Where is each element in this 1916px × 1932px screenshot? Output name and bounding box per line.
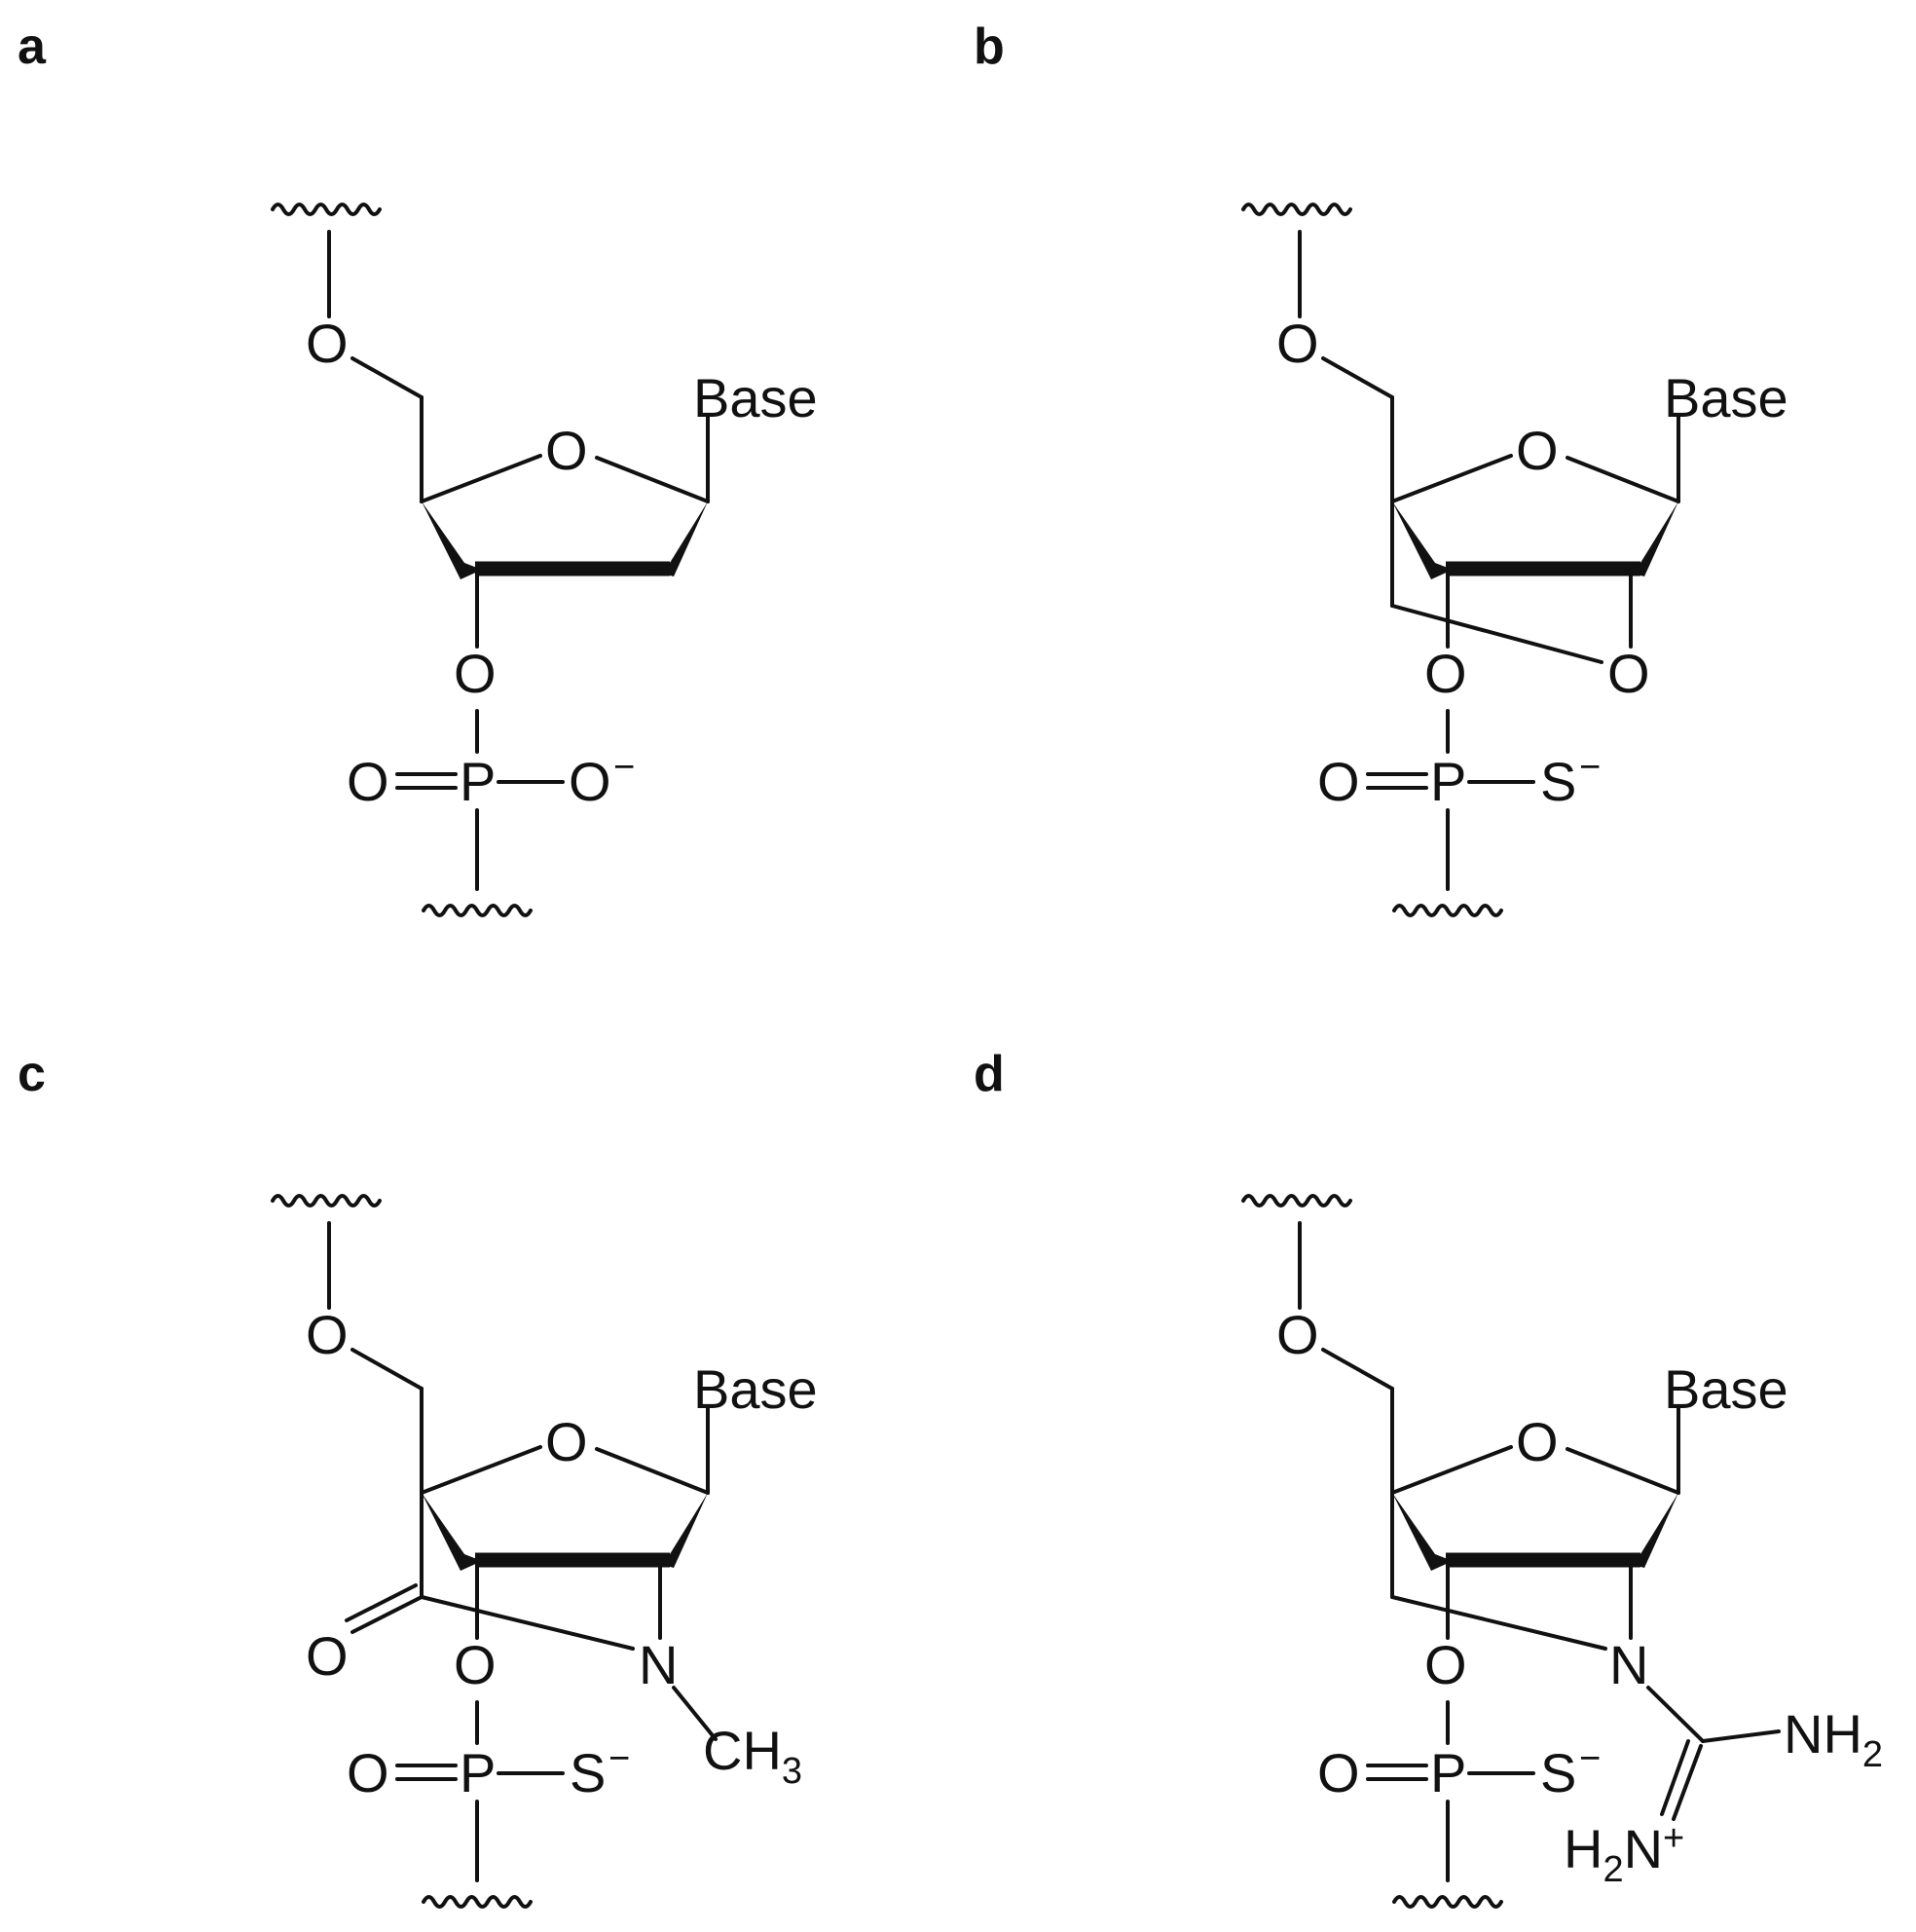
panel-b: b O O Base O O O P S − — [974, 19, 1788, 915]
base-label: Base — [693, 367, 818, 428]
methyl-subscript: 3 — [782, 1751, 802, 1792]
o5-oxygen-label: O — [1276, 313, 1319, 374]
base-label: Base — [1664, 367, 1788, 428]
phosphate-substituent-label: S — [1540, 751, 1576, 812]
o3-oxygen-label: O — [454, 643, 497, 704]
bridge-nitrogen-label: N — [639, 1634, 678, 1695]
phosphate-charge: − — [608, 1738, 630, 1779]
phosphorus-label: P — [1430, 751, 1466, 812]
methyl-label: CH3 — [703, 1720, 802, 1792]
phosphate-substituent-label: S — [570, 1742, 606, 1803]
base-label: Base — [1664, 1358, 1788, 1420]
amine-bottom-charge: + — [1663, 1818, 1684, 1859]
ring-oxygen-label: O — [545, 420, 588, 481]
amine-bottom-subscript: 2 — [1603, 1849, 1623, 1890]
panel-d: d O O Base O N NH2 H2N+ O P S − — [974, 1046, 1883, 1907]
ring-oxygen-label: O — [1516, 420, 1559, 481]
methyl-text: CH — [703, 1720, 782, 1781]
carbonyl-oxygen-label: O — [306, 1625, 349, 1687]
o5-oxygen-label: O — [1276, 1304, 1319, 1365]
panel-label: d — [974, 1046, 1005, 1102]
nucleotide-backbone — [1243, 204, 1678, 915]
amine-top-subscript: 2 — [1862, 1734, 1883, 1775]
panel-label: b — [974, 19, 1005, 75]
amine-top-label: NH2 — [1784, 1703, 1883, 1775]
phosphorus-label: P — [460, 1742, 496, 1803]
phosphate-charge: − — [1579, 1738, 1601, 1779]
o3-oxygen-label: O — [1424, 1634, 1467, 1695]
phosphate-substituent-label: S — [1540, 1742, 1576, 1803]
amine-bottom-n: N — [1624, 1818, 1663, 1879]
phosphate-substituent-label: O — [569, 751, 611, 812]
panel-a: a O O Base O O P O − — [18, 19, 818, 915]
panel-c: c O O Base O O N CH3 O P S − — [18, 1046, 818, 1907]
o3-oxygen-label: O — [1424, 643, 1467, 704]
phosphate-double-bond-oxygen: O — [1317, 751, 1360, 812]
phosphate-charge: − — [1579, 747, 1601, 788]
nucleotide-backbone — [273, 1196, 718, 1907]
panel-label: a — [18, 19, 47, 75]
phosphorus-label: P — [1430, 1742, 1466, 1803]
o5-oxygen-label: O — [306, 1304, 349, 1365]
amine-bottom-h: H — [1564, 1818, 1603, 1879]
ring-oxygen-label: O — [1516, 1411, 1559, 1472]
bridge-nitrogen-label: N — [1609, 1634, 1648, 1695]
phosphate-double-bond-oxygen: O — [347, 751, 389, 812]
bridge-oxygen-label: O — [1607, 643, 1650, 704]
o3-oxygen-label: O — [454, 1634, 497, 1695]
nucleotide-backbone — [1243, 1196, 1781, 1907]
ring-oxygen-label: O — [545, 1411, 588, 1472]
amine-bottom-label: H2N+ — [1564, 1818, 1684, 1890]
base-label: Base — [693, 1358, 818, 1420]
phosphorus-label: P — [460, 751, 496, 812]
phosphate-double-bond-oxygen: O — [347, 1742, 389, 1803]
nucleotide-backbone — [273, 204, 708, 915]
o5-oxygen-label: O — [306, 313, 349, 374]
phosphate-double-bond-oxygen: O — [1317, 1742, 1360, 1803]
panel-label: c — [18, 1046, 46, 1102]
phosphate-charge: − — [613, 747, 635, 788]
amine-top-text: NH — [1784, 1703, 1862, 1765]
